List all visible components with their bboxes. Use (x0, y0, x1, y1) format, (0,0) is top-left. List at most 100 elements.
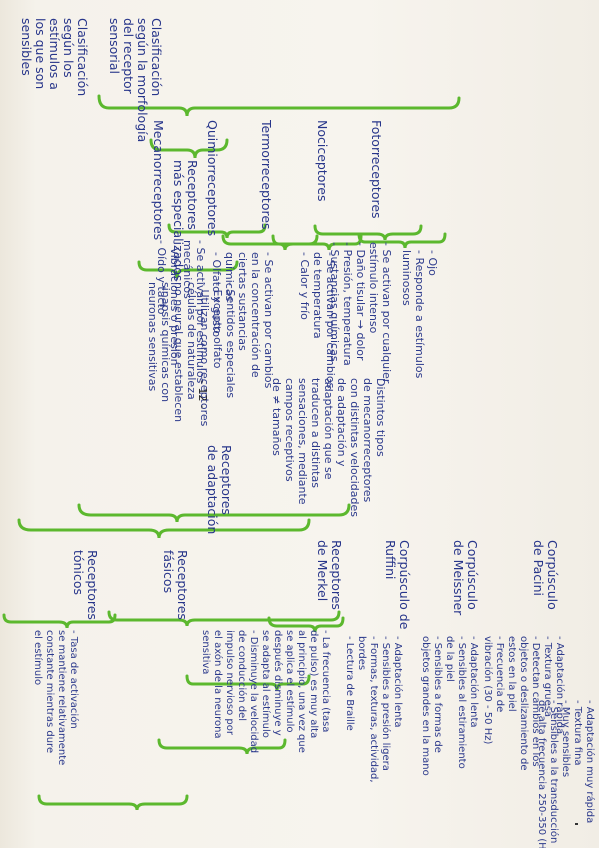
estimulo-line: estímulos a (47, 18, 62, 90)
desc-line: estos en la piel (506, 636, 517, 712)
ruffini-label: Corpúsculo de Ruffini (383, 540, 412, 630)
desc-line: objetos grandes en la mano (420, 636, 431, 776)
desc-line: constante mientras dure (44, 630, 55, 754)
mecanoreceptor-note: Distintos tipos de mecanorreceptores con… (270, 378, 387, 517)
estimulo-line: los que son (33, 18, 48, 90)
pacini-label: Corpúsculo de Pacini (531, 540, 560, 610)
brace-ruffini (185, 674, 311, 691)
desc-line: - Disminuye la velocidad (248, 630, 259, 754)
note-line: adaptación que se (322, 378, 335, 480)
desc-line: - Vibraciones o presión (168, 240, 181, 366)
adaptacion-label: Receptores de adaptación (205, 445, 234, 535)
brace-merkel (267, 616, 345, 633)
brace-noci (313, 224, 423, 241)
label-line: fásicos (161, 550, 176, 594)
label-line: de Pacini (531, 540, 546, 596)
brace-tonicos (2, 613, 117, 629)
label-line: Ruffini (383, 540, 398, 580)
brace-foto (357, 232, 447, 249)
brace-mechano (17, 518, 311, 539)
brace-adaptacion (77, 503, 351, 523)
type-mecano-label: Mecanorreceptores (151, 120, 166, 241)
desc-line: después disminuye y (272, 630, 283, 736)
desc-line: mecánicos (181, 240, 194, 299)
desc-line: - Frecuencia de (494, 636, 505, 713)
estimulo-line: Clasificación (75, 18, 90, 97)
desc-line: de conducción del (236, 630, 247, 722)
label-line: Receptores (85, 550, 100, 620)
note-line: de ≠ tamaños (270, 378, 283, 456)
note-line: Distintos tipos (374, 378, 387, 457)
desc-line: vibración (30 - 50 Hz) (482, 636, 493, 745)
note-line: de adaptación y (335, 378, 348, 467)
desc-line: - Textura fina (572, 700, 583, 766)
merkel-desc: - Adaptación lenta - Sensibles a presión… (343, 636, 403, 783)
type-foto-label: Fotorreceptores (369, 120, 384, 219)
brace-especializados-desc (137, 260, 239, 279)
type-quimio-desc: - Se activan por cambios en la concentra… (210, 252, 275, 388)
title-line: sensorial (107, 18, 122, 75)
desc-line: se adapta al estímulo (260, 630, 271, 738)
desc-line: de la piel (444, 636, 455, 682)
ruffini-desc: - Adaptación lenta - Sensibles al estira… (419, 636, 479, 776)
estimulo-line: según los (61, 18, 76, 78)
type-mecano-desc: - Se activan por estímulos mecánicos - V… (155, 240, 207, 383)
brace-estimulos (97, 94, 461, 117)
label-line: Corpúsculo de (397, 540, 412, 630)
desc-line: bordes (356, 636, 367, 671)
desc-line: de pulso) es muy alta (308, 630, 319, 739)
label-line: Corpúsculo (465, 540, 480, 610)
desc-line: - Responde a estímulos (413, 250, 426, 379)
type-termo-label: Termorreceptores (259, 120, 274, 230)
desc-line: luminosos (400, 250, 413, 306)
brace-meissner (157, 738, 287, 755)
desc-line: - Adaptación muy rápida (584, 700, 595, 824)
meissner-label: Corpúsculo de Meissner (451, 540, 480, 616)
page-number: - 12 - (196, 380, 209, 409)
brace-especializados (149, 138, 229, 159)
desc-line: - Sensibles a la transducción (548, 700, 559, 844)
desc-line: impulso nervioso por (224, 630, 235, 735)
tonicos-label: Receptores tónicos (71, 550, 100, 620)
desc-line: - Ojo (426, 250, 439, 276)
pacini-desc: - Adaptación muy rápida - Textura fina -… (535, 700, 595, 848)
desc-line: - Oído y tacto (155, 240, 168, 315)
desc-line: - Se activan por estímulos (194, 240, 207, 384)
desc-line: se aplica el estímulo (284, 630, 295, 733)
ink-dot (575, 823, 578, 825)
brace-mecano (167, 223, 267, 239)
label-line: Corpúsculo (545, 540, 560, 610)
label-line: de adaptación (205, 445, 220, 535)
desc-line: de temperatura (311, 252, 324, 339)
desc-line: - Se activan por cualquier (380, 242, 393, 384)
type-noci-label: Nociceptores (315, 120, 330, 202)
desc-line: de alta frecuencia 250-350 (Hz) (536, 700, 547, 848)
desc-line: - Sensibles al estiramiento (456, 636, 467, 769)
desc-line: - Muy sensibles (560, 700, 571, 778)
estimulo-block: Clasificación según los estímulos a los … (19, 18, 90, 97)
label-line: de Meissner (451, 540, 466, 616)
brace-pacini (37, 794, 189, 811)
desc-line: - Presión, temperatura (341, 242, 354, 366)
desc-line: químicas (223, 252, 236, 302)
desc-line: - Sustancias químicas (328, 242, 341, 362)
label-line: de Merkel (315, 540, 330, 602)
desc-line: en la concentración de (249, 252, 262, 378)
desc-line: - Daño tisular → dolor (354, 242, 367, 361)
desc-line: el axón de la neurona (212, 630, 223, 739)
label-line: Receptores (219, 445, 234, 515)
note-line: campos receptivos (283, 378, 296, 482)
brace-fasicos (107, 610, 341, 627)
note-line: con distintas velocidades (348, 378, 361, 518)
fasicos-label: Receptores fásicos (161, 550, 190, 620)
note-line: de mecanorreceptores (361, 378, 374, 503)
desc-line: - Sensibles a presión ligera (380, 636, 391, 771)
label-line: Receptores (175, 550, 190, 620)
desc-line: - La frecuencia (tasa (320, 630, 331, 733)
desc-line: objetos o deslizamiento de (518, 636, 529, 771)
desc-line: - Olfato y gusto (210, 252, 223, 338)
type-quimio-label: Quimiorreceptores (205, 120, 220, 237)
desc-line: - Tasa de activación (68, 630, 79, 729)
